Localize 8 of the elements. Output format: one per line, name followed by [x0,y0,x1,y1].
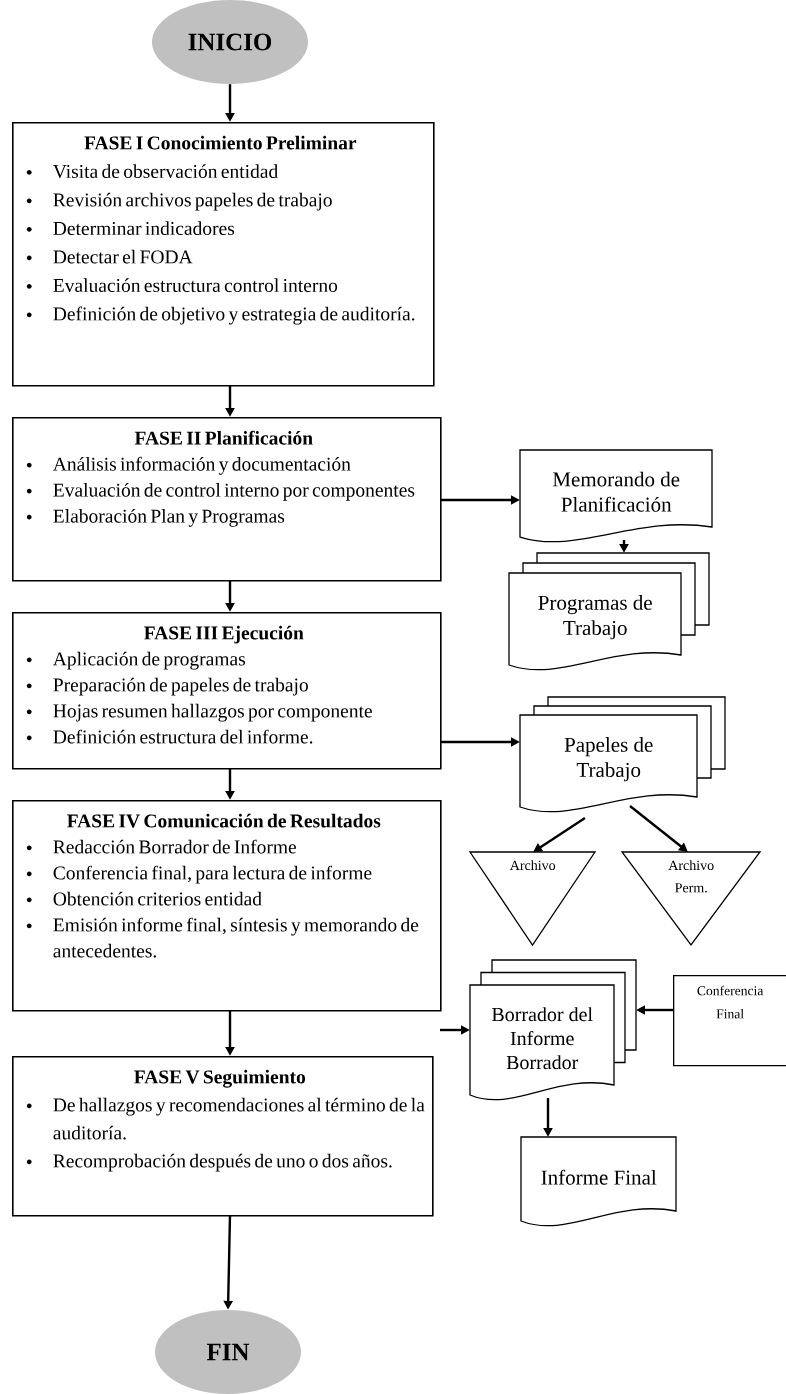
phase-box: FASE V Seguimiento De hallazgos y recomendaciones al término de la auditoría. Recomprobación después de uno o dos años. [12,1056,434,1217]
process-box: Conferencia Final [673,975,786,1067]
phase-box: FASE II Planificación Análisis información y documentación Evaluación de control interno por componentes Elaboración Plan y Programas [12,417,442,582]
arrow [533,817,586,852]
phase-box: FASE IV Comunicación de Resultados Redacción Borrador de Informe Conferencia final, para lectura de informe Obtención criterios entidad Emisión informe final, síntesis y memorando de antecedentes. [12,800,442,1012]
phase-box: FASE III Ejecución Aplicación de programas Preparación de papeles de trabajo Hojas resumen hallazgos por componente Definición estructura del informe. [12,612,442,770]
arrow [629,805,688,852]
phase-box: FASE I Conocimiento Preliminar Visita de observación entidad Revisión archivos papeles de trabajo Determinar indicadores Detectar el FODA Evaluación estructura control interno Definición de objetivo y estrategia de auditoría. [12,122,435,387]
